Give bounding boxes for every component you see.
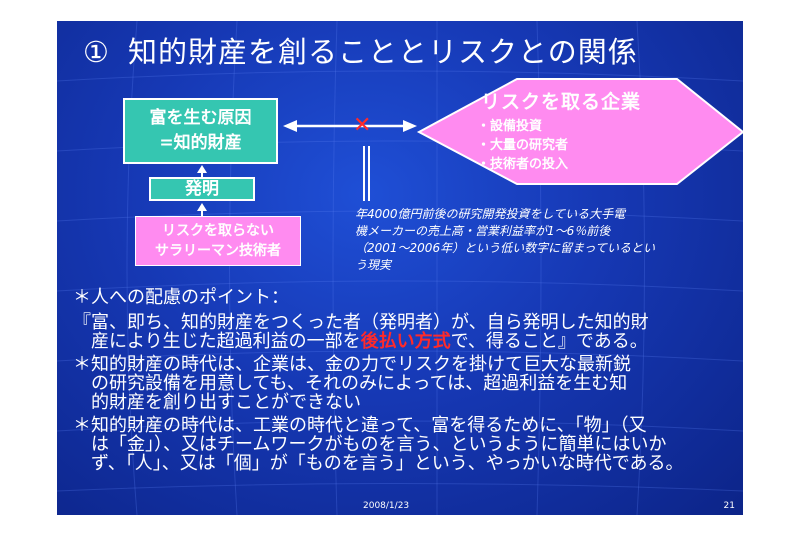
body-text: ＊人への配慮のポイント： 『富、即ち、知的財産をつくった者（発明者）が、自ら発明… [73,288,743,473]
risk-items: ・設備投資 ・大量の研究者 ・技術者の投入 [477,117,568,174]
left-arrowhead [283,120,297,132]
point-heading: ＊人への配慮のポイント： [73,287,289,308]
risk-item: ・技術者の投入 [477,157,569,172]
engineer-box: リスクを取らない サラリーマン技術者 [135,216,301,266]
rnd-note: 年4000億円前後の研究開発投資をしている大手電 機メーカーの売上高・営業利益率… [355,206,715,274]
quote-text-end: で、得ること』である。 [450,331,648,352]
cross-mark: ✕ [353,113,372,138]
note-line: 年4000億円前後の研究開発投資をしている大手電 [355,207,626,221]
wealth-source-box: 富を生む原因 =知的財産 [123,98,278,164]
note-line: 機メーカーの売上高・営業利益率が1～6％前後 [355,224,611,238]
right-arrowhead [403,120,417,132]
risk-item: ・設備投資 [477,119,543,134]
risk-diamond-title: リスクを取る企業 [480,91,641,113]
wealth-box-line1: 富を生む原因 [149,108,252,128]
deferred-payment-highlight: 後払い方式 [360,331,451,352]
title-number: ① [83,35,110,69]
note-line: （2001～2006年）という低い数字に留まっているとい [355,241,655,255]
quote-line-1: 『富、即ち、知的財産をつくった者（発明者）が、自ら発明した知的財 [73,312,649,333]
paragraph-line: は「金」）、又はチームワークがものを言う、というように簡単にはいか [91,434,667,455]
paragraph-line: の研究設備を用意しても、それのみによっては、超過利益を生む知 [91,373,628,394]
slide: ① 知的財産を創ることとリスクとの関係 富を生む原因 =知的財産 ✕ 発明 リスク… [57,21,743,515]
arrowhead-up-2 [197,203,207,211]
slide-title: ① 知的財産を創ることとリスクとの関係 [83,29,638,71]
quote-line-2: 産により生じた超過利益の一部を後払い方式で、得ること』である。 [73,332,743,351]
arrowhead-up-1 [197,165,207,173]
engineer-box-line2: サラリーマン技術者 [155,243,281,259]
risk-diamond [416,78,743,185]
title-text: 知的財産を創ることとリスクとの関係 [128,35,638,69]
paragraph-line: ＊知的財産の時代は、企業は、金の力でリスクを掛けて巨大な最新鋭 [73,354,631,375]
quote-text: 産により生じた超過利益の一部を [91,331,361,352]
paragraph-line: 的財産を創り出すことができない [91,392,361,413]
paragraph-line: ＊知的財産の時代は、工業の時代と違って、富を得るために、「物」（又 [73,415,647,436]
wealth-box-line2: =知的財産 [159,133,242,153]
note-line: う現実 [355,258,392,272]
page-number: 21 [723,501,735,511]
paragraph-line: ず、「人」、又は「個」が「ものを言う」という、やっかいな時代である。 [91,453,684,474]
invention-box: 発明 [149,177,255,201]
footer-date: 2008/1/23 [363,501,410,511]
diagram-connectors [197,78,743,216]
risk-item: ・大量の研究者 [477,138,569,153]
engineer-box-line1: リスクを取らない [162,223,274,239]
